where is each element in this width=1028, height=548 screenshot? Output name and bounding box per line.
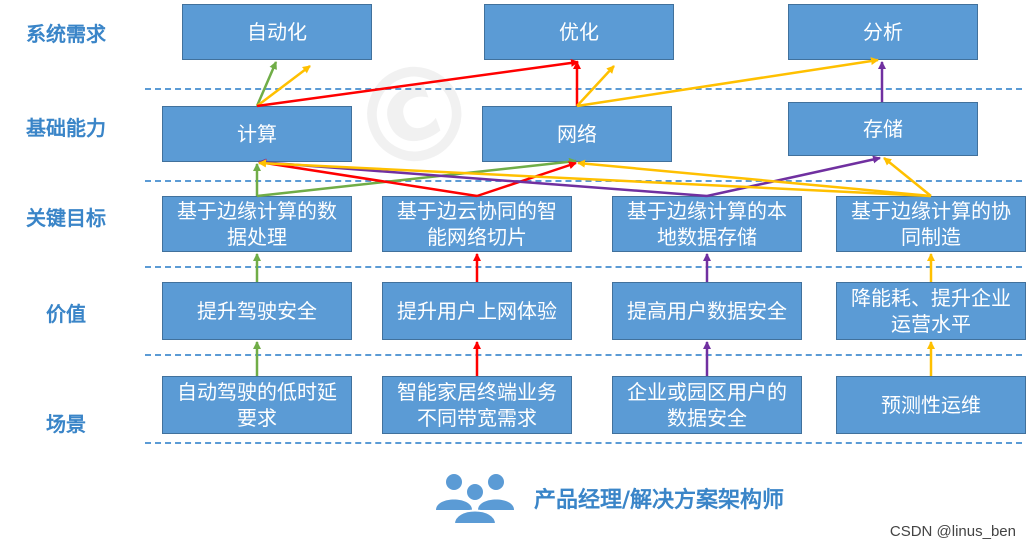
divider-5 (145, 442, 1022, 444)
divider-1 (145, 88, 1022, 90)
footer-role-text: 产品经理/解决方案架构师 (534, 488, 785, 513)
arrow-network-to-analysis (576, 57, 879, 108)
arrow-network-to-optimization-yellow (576, 65, 615, 107)
arrow-compute-to-automation-yellow (256, 65, 311, 107)
box-value-data-security: 提高用户数据安全 (612, 282, 802, 340)
arrow-goal4-to-storage (883, 157, 932, 197)
box-goal-edge-data-processing: 基于边缘计算的数据处理 (162, 196, 352, 252)
row-label-value: 价值 (46, 302, 86, 326)
box-compute: 计算 (162, 106, 352, 162)
box-goal-edge-collab-manufacturing: 基于边缘计算的协同制造 (836, 196, 1026, 252)
box-scenario-smart-home: 智能家居终端业务不同带宽需求 (382, 376, 572, 434)
box-goal-edge-local-storage: 基于边缘计算的本地数据存储 (612, 196, 802, 252)
box-scenario-enterprise-data: 企业或园区用户的数据安全 (612, 376, 802, 434)
arrow-goal3-to-storage (706, 155, 881, 198)
row-label-key-goals: 关键目标 (26, 206, 106, 230)
footer: 产品经理/解决方案架构师 (430, 470, 784, 526)
box-goal-edge-cloud-slicing: 基于边云协同的智能网络切片 (382, 196, 572, 252)
csdn-credit: CSDN @linus_ben (889, 523, 1016, 540)
divider-3 (145, 266, 1022, 268)
box-value-driving-safety: 提升驾驶安全 (162, 282, 352, 340)
box-analysis: 分析 (788, 4, 978, 60)
arrow-compute-to-automation-green (255, 61, 278, 107)
box-value-energy-efficiency: 降能耗、提升企业运营水平 (836, 282, 1026, 340)
box-automation: 自动化 (182, 4, 372, 60)
box-network: 网络 (482, 106, 672, 162)
row-label-system-requirements: 系统需求 (26, 22, 106, 46)
box-storage: 存储 (788, 102, 978, 156)
divider-2 (145, 180, 1022, 182)
row-label-scenario: 场景 (46, 412, 86, 436)
divider-4 (145, 354, 1022, 356)
users-group-icon (436, 474, 514, 525)
row-label-basic-capability: 基础能力 (26, 116, 106, 140)
box-scenario-predictive-maintenance: 预测性运维 (836, 376, 1026, 434)
box-value-user-experience: 提升用户上网体验 (382, 282, 572, 340)
box-scenario-autonomous-driving: 自动驾驶的低时延要求 (162, 376, 352, 434)
box-optimization: 优化 (484, 4, 674, 60)
